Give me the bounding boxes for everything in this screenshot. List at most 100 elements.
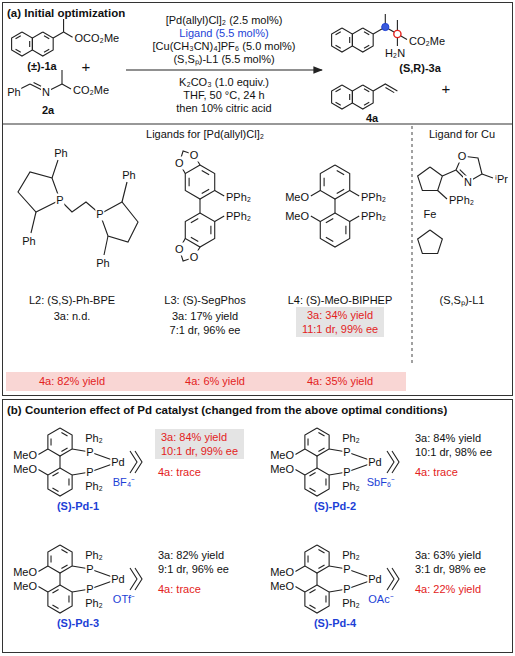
bond-line: [295, 587, 304, 593]
bond-line: [130, 451, 137, 473]
atom-label: N: [463, 176, 473, 189]
bond-line: [48, 545, 72, 573]
atom-label: Ph₂: [341, 432, 361, 445]
bond-line: [387, 568, 394, 590]
atom-label: P: [95, 208, 104, 221]
bond-line: [349, 37, 350, 43]
bond-line: [332, 85, 353, 109]
atom-label: CO₂Me: [72, 84, 110, 97]
atom-label: Ph₂: [84, 549, 104, 562]
bond-line: [336, 89, 341, 92]
bond-line: [364, 32, 369, 35]
bond-line: [61, 70, 62, 84]
bond-line: [104, 236, 108, 255]
anion-label: SbF₆⁻: [367, 476, 396, 489]
bond-line: [482, 174, 493, 178]
bond-line: [320, 165, 349, 199]
atom-label: MeO: [269, 566, 295, 579]
bond-line: [48, 428, 72, 456]
compound-number: 4a: [366, 112, 378, 125]
caption-text: 3a: 63% yield: [415, 549, 481, 562]
bond-line: [62, 84, 71, 89]
bond-line: [364, 102, 369, 105]
bond-line: [50, 555, 51, 562]
bond-line: [309, 605, 315, 609]
bond-line: [392, 568, 399, 590]
atom-label: O: [174, 157, 185, 170]
highlight-box: 3a: 34% yield11:1 dr, 99% ee: [296, 307, 384, 337]
atom-label: ⁱPr: [494, 173, 509, 186]
atom-label: P: [85, 466, 94, 479]
bond-line: [16, 49, 21, 52]
bond-line: [309, 472, 315, 476]
atom-label: O: [457, 150, 468, 163]
bond-line: [38, 449, 47, 455]
bond-line: [326, 218, 333, 222]
result-text: 4a: trace: [415, 466, 458, 479]
bond-line: [305, 585, 329, 613]
bond-line: [16, 36, 21, 39]
bond-line: [29, 41, 30, 47]
compound-number: (±)-1a: [27, 60, 56, 73]
bond-line: [64, 32, 73, 37]
compound-number: 2a: [42, 104, 54, 117]
bond-line: [61, 448, 67, 452]
atom-label: PPh₂: [360, 190, 387, 203]
bond-line: [191, 218, 198, 222]
bond-line: [135, 451, 142, 473]
atom-label: Ph₂: [84, 432, 104, 445]
caption-text: 9:1 dr, 96% ee: [158, 563, 229, 576]
result-text: 4a: 35% yield: [307, 374, 373, 388]
atom-label: PPh₂: [360, 209, 387, 222]
bond-line: [31, 212, 36, 233]
stereocenter-mark: [382, 23, 389, 30]
bond-line: [38, 470, 47, 476]
bond-line: [320, 213, 349, 247]
atom-label: MeO: [269, 449, 295, 462]
caption-text: L3: (S)-SegPhos: [164, 294, 245, 307]
bond-line: [215, 191, 224, 197]
atom-label: P: [342, 563, 351, 576]
bond-line: [311, 216, 320, 222]
panel-box: (b) Counterion effect of Pd catalyst (ch…: [2, 399, 513, 653]
caption-text: 3a: 17% yield: [172, 310, 238, 323]
caption-text: THF, 50 °C, 24 h: [183, 89, 264, 102]
bond-line: [210, 226, 211, 235]
atom-label: MeO: [12, 449, 38, 462]
bond-line: [215, 216, 224, 222]
atom-label: Pd: [367, 573, 382, 586]
bond-line: [385, 88, 394, 93]
caption-text: Ligands for [Pd(allyl)Cl]₂: [146, 128, 264, 141]
caption-text: 3:1 dr, 98% ee: [415, 563, 486, 576]
bond-line: [325, 595, 326, 602]
bond-line: [387, 451, 394, 473]
bond-line: [324, 178, 325, 187]
bond-line: [18, 172, 60, 212]
complex-name: (S)-Pd-2: [314, 500, 356, 513]
bond-line: [68, 595, 69, 602]
atom-label: MeO: [284, 209, 310, 222]
atom-label: Ph: [53, 147, 68, 160]
bond-line: [52, 160, 58, 178]
bond-line: [189, 178, 190, 187]
bond-line: [318, 432, 324, 436]
atom-label: Ph: [121, 169, 136, 182]
bond-line: [52, 589, 58, 593]
reaction-arrow: [126, 69, 322, 70]
bond-line: [295, 566, 304, 572]
bond-line: [418, 230, 443, 254]
complex-name: (S)-Pd-4: [314, 617, 356, 630]
bond-line: [336, 45, 341, 48]
bond-line: [311, 191, 320, 197]
atom-label: Ph₂: [84, 480, 104, 493]
bond-line: [185, 213, 214, 247]
bond-line: [48, 585, 72, 613]
atom-label: P: [85, 583, 94, 596]
atom-label: MeO: [12, 580, 38, 593]
bond-line: [100, 202, 138, 242]
divider-line: [3, 123, 512, 124]
atom-label: Ph₂: [341, 597, 361, 610]
bond-line: [135, 568, 142, 590]
divider-line: [411, 126, 412, 364]
caption-text: 10:1 dr, 98% ee: [415, 446, 492, 459]
